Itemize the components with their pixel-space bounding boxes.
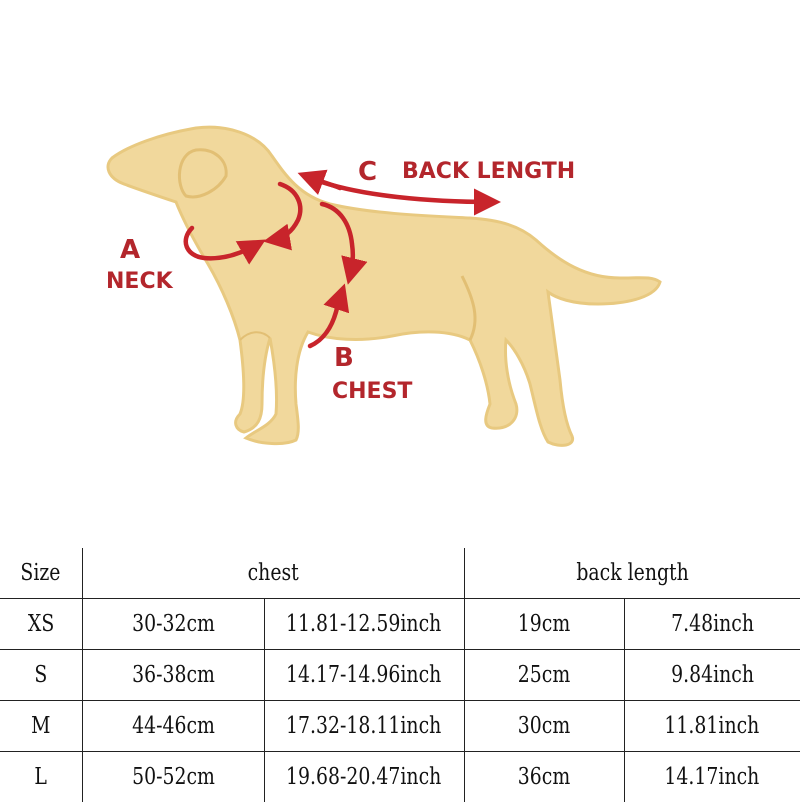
table-row: S 36-38cm 14.17-14.96inch 25cm 9.84inch xyxy=(0,650,800,701)
header-size: Size xyxy=(0,548,82,599)
label-c-letter: C xyxy=(358,157,377,187)
label-b-letter: B xyxy=(334,343,354,373)
table-header-row: Size chest back length xyxy=(0,548,800,599)
cell-chest-cm: 44-46cm xyxy=(82,701,264,752)
header-back-length: back length xyxy=(464,548,800,599)
cell-chest-cm: 50-52cm xyxy=(82,752,264,802)
table-row: XS 30-32cm 11.81-12.59inch 19cm 7.48inch xyxy=(0,599,800,650)
cell-back-inch: 7.48inch xyxy=(624,599,800,650)
header-chest: chest xyxy=(82,548,464,599)
table-row: M 44-46cm 17.32-18.11inch 30cm 11.81inch xyxy=(0,701,800,752)
size-chart-table: Size chest back length XS 30-32cm 11.81-… xyxy=(0,548,800,802)
cell-chest-inch: 11.81-12.59inch xyxy=(264,599,464,650)
cell-back-inch: 9.84inch xyxy=(624,650,800,701)
cell-back-cm: 36cm xyxy=(464,752,624,802)
cell-back-inch: 11.81inch xyxy=(624,701,800,752)
cell-size: XS xyxy=(0,599,82,650)
cell-back-cm: 25cm xyxy=(464,650,624,701)
label-a-letter: A xyxy=(120,235,140,265)
cell-back-cm: 30cm xyxy=(464,701,624,752)
cell-back-cm: 19cm xyxy=(464,599,624,650)
table-row: L 50-52cm 19.68-20.47inch 36cm 14.17inch xyxy=(0,752,800,802)
dog-measurement-diagram: A NECK B CHEST C BACK LENGTH xyxy=(0,0,800,540)
label-neck: NECK xyxy=(106,269,174,294)
label-chest: CHEST xyxy=(332,379,412,404)
cell-back-inch: 14.17inch xyxy=(624,752,800,802)
cell-chest-inch: 19.68-20.47inch xyxy=(264,752,464,802)
cell-chest-inch: 17.32-18.11inch xyxy=(264,701,464,752)
cell-size: L xyxy=(0,752,82,802)
back-length-arrow-start xyxy=(306,176,340,188)
cell-size: M xyxy=(0,701,82,752)
cell-size: S xyxy=(0,650,82,701)
cell-chest-inch: 14.17-14.96inch xyxy=(264,650,464,701)
label-back-length: BACK LENGTH xyxy=(402,159,575,184)
cell-chest-cm: 30-32cm xyxy=(82,599,264,650)
cell-chest-cm: 36-38cm xyxy=(82,650,264,701)
